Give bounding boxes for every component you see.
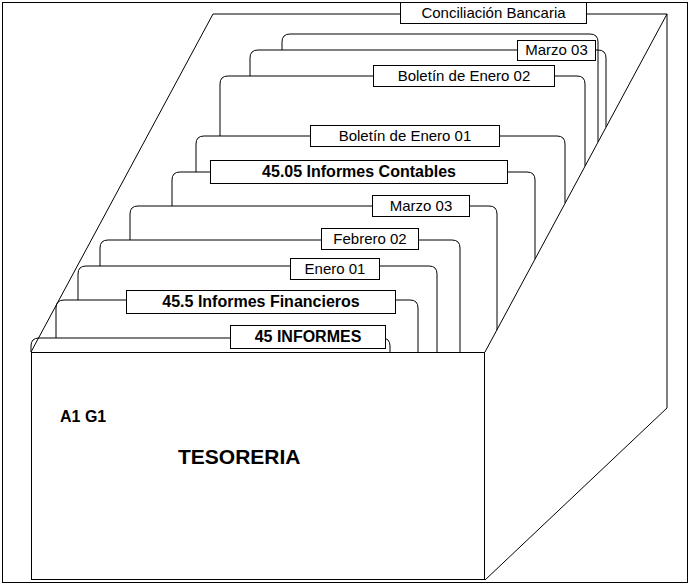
box-code: A1 G1 (60, 408, 106, 426)
tab-label: Marzo 03 (390, 198, 453, 215)
box-title: TESORERIA (178, 445, 301, 468)
tab-label: Conciliación Bancaria (421, 5, 565, 22)
tab-label: Febrero 02 (333, 231, 406, 248)
folder-outline (100, 240, 460, 352)
tab-label: Boletín de Enero 01 (339, 128, 472, 145)
box-front: A1 G1 TESORERIA (31, 352, 485, 580)
tab-label: Marzo 03 (525, 42, 588, 59)
folder-tab: Enero 01 (290, 258, 380, 280)
folder-tab: Boletín de Enero 01 (310, 125, 500, 147)
folder-tab: Marzo 03 (372, 195, 470, 217)
outer-frame (3, 3, 688, 583)
folder-outline (250, 50, 606, 127)
folder-tab: Marzo 03 (517, 40, 596, 61)
tab-label: Boletín de Enero 02 (398, 68, 531, 85)
folder-tab: Conciliación Bancaria (400, 2, 587, 24)
folder-tab: 45 INFORMES (230, 325, 386, 349)
folder-tab: 45.5 Informes Financieros (126, 290, 396, 314)
folder-outline (220, 76, 585, 166)
folder-tab: Febrero 02 (321, 228, 419, 250)
box-edge (31, 14, 667, 580)
tab-label: 45 INFORMES (255, 328, 362, 346)
folder-tab: Boletín de Enero 02 (373, 65, 555, 87)
folder-tab: 45.05 Informes Contables (210, 160, 508, 184)
folder-outline (172, 172, 535, 259)
tab-label: 45.5 Informes Financieros (162, 293, 359, 311)
folder-outline (78, 266, 437, 352)
tab-label: 45.05 Informes Contables (262, 163, 456, 181)
tab-label: Enero 01 (305, 261, 366, 278)
